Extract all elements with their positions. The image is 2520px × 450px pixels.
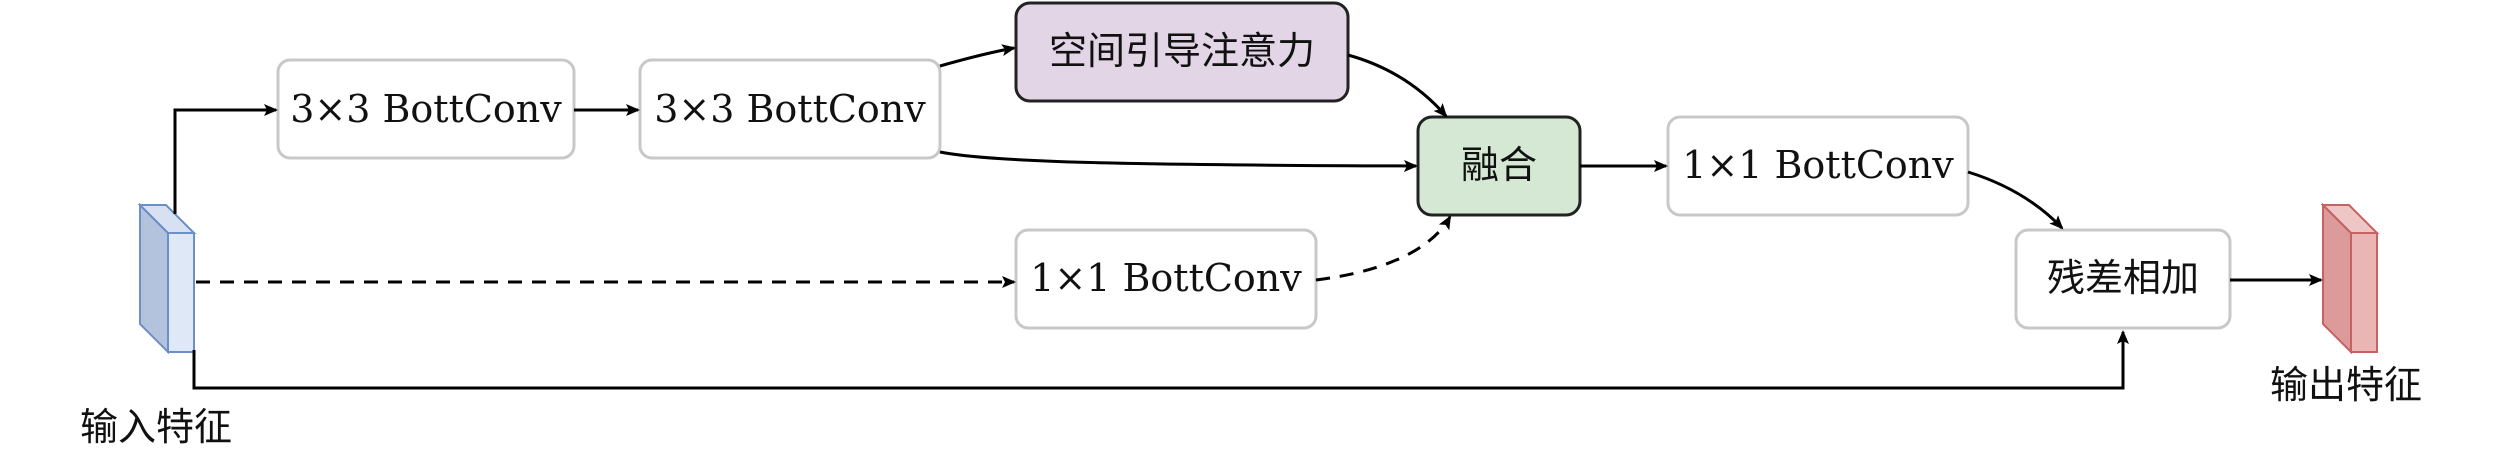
spatial-attention-node: 空间引导注意力	[1014, 1, 1350, 103]
conv1x1-middle-node: 1×1 BottConv	[1014, 228, 1318, 330]
edge-input-to-conv3x3	[173, 104, 278, 214]
input-feature-label: 输入特征	[80, 405, 232, 449]
conv3x3-first-node: 3×3 BottConv	[276, 58, 576, 160]
residual-add-label: 残差相加	[2047, 256, 2199, 300]
conv3x3-first-label: 3×3 BottConv	[290, 87, 562, 131]
conv1x1-top-node: 1×1 BottConv	[1666, 115, 1970, 217]
edge-conv1x1-to-fuse-dashed	[1315, 215, 1452, 282]
fuse-label: 融合	[1461, 143, 1537, 187]
edge-attention-to-fuse	[1347, 53, 1448, 118]
conv3x3-second-node: 3×3 BottConv	[638, 58, 942, 160]
edge-input-skip-to-residual	[192, 330, 2129, 390]
edge-conv3x3-to-fuse	[939, 150, 1418, 172]
conv1x1-middle-label: 1×1 BottConv	[1030, 256, 1302, 300]
conv3x3-second-label: 3×3 BottConv	[654, 87, 926, 131]
input-tensor-icon	[137, 202, 197, 355]
edge-conv3x3-to-attention	[939, 44, 1016, 68]
spatial-attention-label: 空间引导注意力	[1049, 29, 1315, 73]
edge-conv1x1-to-residual	[1967, 170, 2064, 230]
output-feature-label: 输出特征	[2270, 363, 2422, 407]
residual-add-node: 残差相加	[2014, 228, 2232, 330]
conv1x1-top-label: 1×1 BottConv	[1682, 143, 1954, 187]
output-tensor-icon	[2320, 202, 2380, 355]
fuse-node: 融合	[1416, 115, 1582, 217]
